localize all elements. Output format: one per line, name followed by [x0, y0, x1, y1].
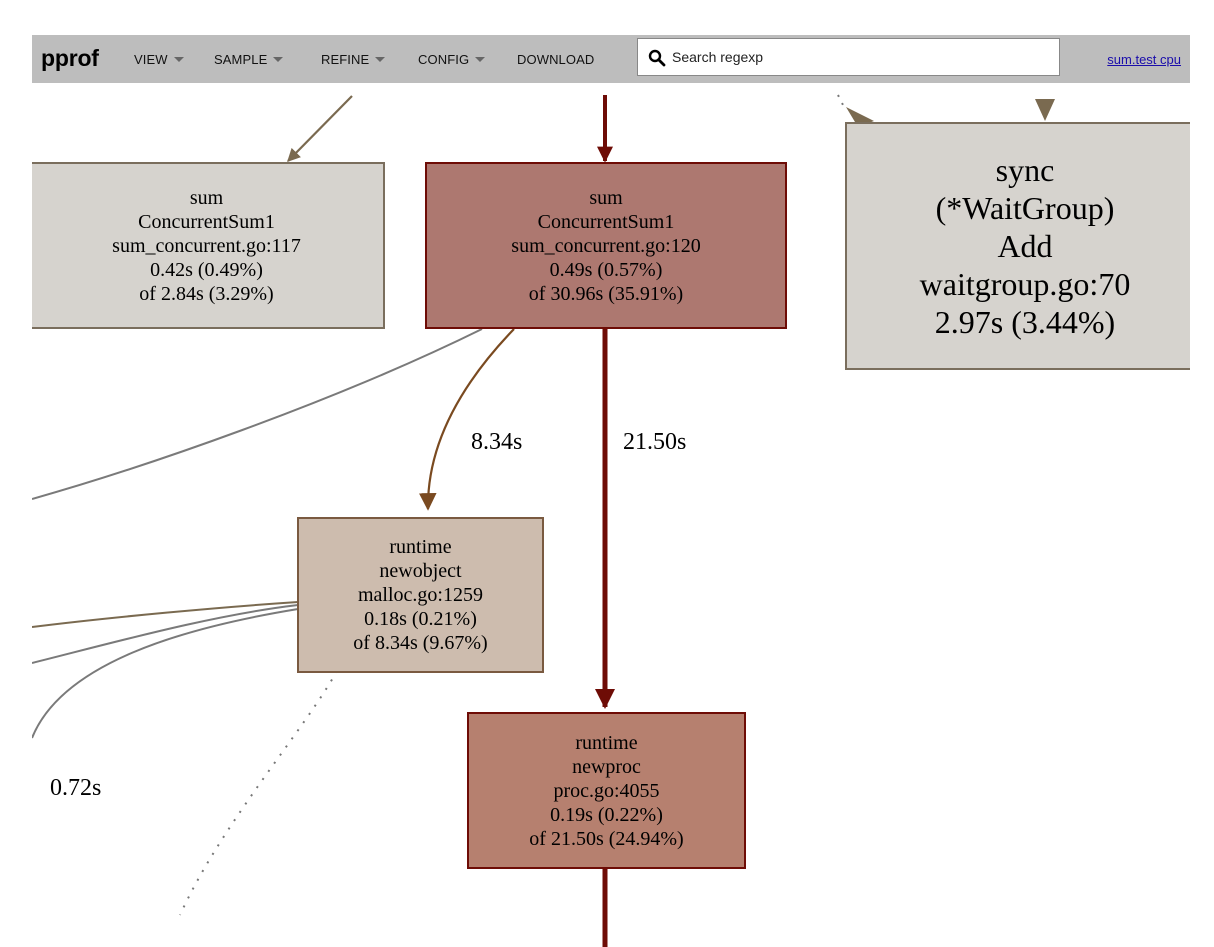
node-location: proc.go:4055 — [553, 779, 660, 802]
graph-node[interactable]: sum ConcurrentSum1 sum_concurrent.go:120… — [425, 162, 787, 329]
refine-menu-label: REFINE — [321, 52, 370, 67]
graph-edge[interactable] — [179, 670, 338, 916]
graph-node[interactable]: runtime newproc proc.go:4055 0.19s (0.22… — [467, 712, 746, 869]
edge-label: 8.34s — [471, 429, 523, 455]
download-menu[interactable]: DOWNLOAD — [517, 52, 594, 67]
node-flat: 2.97s (3.44%) — [934, 304, 1116, 340]
node-cumulative: of 8.34s (9.67%) — [353, 632, 488, 654]
sample-menu-label: SAMPLE — [214, 52, 268, 67]
view-menu[interactable]: VIEW — [134, 52, 184, 67]
node-location: sum_concurrent.go:117 — [112, 234, 301, 257]
node-flat: 0.42s (0.49%) — [150, 258, 263, 281]
node-function: Add — [997, 228, 1053, 264]
graph-node[interactable]: sync (*WaitGroup) Add waitgroup.go:70 2.… — [845, 122, 1190, 370]
view-menu-label: VIEW — [134, 52, 168, 67]
node-function: ConcurrentSum1 — [138, 210, 275, 233]
download-menu-label: DOWNLOAD — [517, 52, 595, 67]
config-menu-label: CONFIG — [418, 52, 470, 67]
call-graph[interactable]: sum ConcurrentSum1 sum_concurrent.go:117… — [32, 83, 1190, 947]
pprof-logo[interactable]: pprof — [41, 45, 99, 71]
node-location: malloc.go:1259 — [358, 584, 483, 606]
node-flat: 0.49s (0.57%) — [549, 258, 663, 281]
chevron-down-icon — [273, 57, 284, 62]
search-input[interactable] — [672, 47, 1052, 67]
search-box[interactable] — [637, 38, 1060, 76]
graph-edge[interactable] — [32, 608, 299, 739]
node-cumulative: of 30.96s (35.91%) — [528, 282, 684, 305]
graph-edge-arrowhead — [1035, 99, 1055, 121]
graph-edge[interactable] — [837, 94, 845, 108]
node-flat: 0.19s (0.22%) — [550, 803, 663, 826]
node-package: sum — [589, 186, 623, 209]
graph-edge[interactable] — [287, 95, 353, 162]
edge-label: 21.50s — [623, 429, 687, 455]
sample-menu[interactable]: SAMPLE — [214, 52, 284, 67]
graph-edge[interactable] — [418, 328, 515, 511]
chevron-down-icon — [375, 57, 386, 62]
graph-node[interactable]: runtime newobject malloc.go:1259 0.18s (… — [297, 517, 544, 673]
chevron-down-icon — [475, 57, 486, 62]
node-flat: 0.18s (0.21%) — [364, 608, 477, 630]
node-function: newobject — [379, 560, 462, 582]
toolbar: pprof VIEW SAMPLE REFINE CONFIG DOWNLOAD… — [32, 35, 1190, 83]
node-package: runtime — [575, 731, 638, 754]
node-function: ConcurrentSum1 — [537, 210, 675, 233]
profile-link[interactable]: sum.test cpu — [1107, 52, 1181, 67]
refine-menu[interactable]: REFINE — [321, 52, 386, 67]
node-function: newproc — [572, 755, 641, 778]
chevron-down-icon — [173, 57, 184, 62]
search-icon — [648, 49, 666, 67]
node-cumulative: of 21.50s (24.94%) — [529, 827, 684, 850]
graph-edge[interactable] — [32, 601, 299, 628]
node-package: runtime — [389, 536, 452, 558]
graph-node[interactable]: sum ConcurrentSum1 sum_concurrent.go:117… — [32, 162, 385, 329]
graph-edge[interactable] — [32, 604, 299, 664]
node-cumulative: of 2.84s (3.29%) — [139, 282, 274, 305]
node-location: waitgroup.go:70 — [919, 266, 1131, 302]
edge-label: 0.72s — [50, 775, 102, 801]
node-receiver: (*WaitGroup) — [935, 190, 1115, 226]
node-location: sum_concurrent.go:120 — [511, 234, 701, 257]
node-package: sum — [189, 186, 224, 209]
node-package: sync — [995, 152, 1055, 188]
graph-edges — [32, 94, 1055, 947]
graph-edge[interactable] — [32, 328, 483, 500]
config-menu[interactable]: CONFIG — [418, 52, 486, 67]
